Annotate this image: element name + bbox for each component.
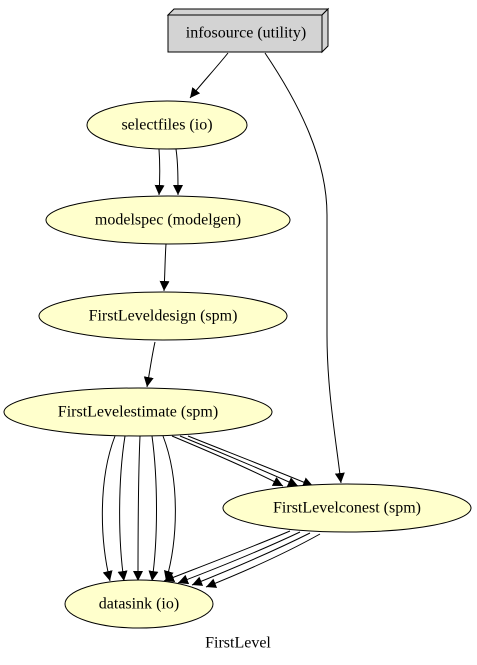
node-design-label: FirstLeveldesign (spm) <box>89 308 238 325</box>
edge-conest-datasink <box>191 532 311 586</box>
nodes-layer: infosource (utility) selectfiles (io) mo… <box>3 7 472 629</box>
edge-infosource-conest <box>264 52 345 484</box>
node-conest[interactable]: FirstLevelconest (spm) <box>222 483 472 533</box>
edges-layer <box>101 52 345 588</box>
edge-selectfiles-modelspec <box>172 148 183 196</box>
edge-design-estimate <box>143 341 156 388</box>
node-design-shape <box>38 291 288 341</box>
graph-caption: FirstLevel <box>205 635 271 652</box>
node-selectfiles[interactable]: selectfiles (io) <box>86 100 248 150</box>
node-conest-shape <box>222 483 472 533</box>
edge-conest-datasink <box>177 531 301 585</box>
node-modelspec[interactable]: modelspec (modelgen) <box>45 195 291 245</box>
node-infosource-box <box>167 14 323 53</box>
edge-estimate-datasink <box>101 435 116 582</box>
edge-estimate-datasink <box>148 435 159 582</box>
edge-estimate-conest <box>179 435 299 487</box>
node-selectfiles-label: selectfiles (io) <box>121 117 212 134</box>
node-datasink[interactable]: datasink (io) <box>64 579 214 629</box>
edge-estimate-conest <box>171 435 284 487</box>
edge-conest-datasink <box>163 530 291 583</box>
node-infosource[interactable]: infosource (utility) <box>166 7 330 54</box>
edge-estimate-datasink <box>133 435 144 582</box>
node-conest-label: FirstLevelconest (spm) <box>273 500 421 517</box>
node-estimate-shape <box>3 387 273 437</box>
edge-estimate-datasink <box>162 435 176 582</box>
node-datasink-shape <box>64 579 214 629</box>
edge-modelspec-design <box>159 243 170 292</box>
node-design[interactable]: FirstLeveldesign (spm) <box>38 291 288 341</box>
node-estimate-label: FirstLevelestimate (spm) <box>58 404 218 421</box>
node-modelspec-shape <box>45 195 291 245</box>
edge-estimate-datasink <box>117 435 128 582</box>
node-infosource-label: infosource (utility) <box>186 25 306 42</box>
node-modelspec-label: modelspec (modelgen) <box>95 212 241 229</box>
edge-selectfiles-modelspec <box>154 148 165 196</box>
edge-estimate-conest <box>187 435 314 487</box>
node-infosource-side <box>321 7 329 54</box>
node-infosource-shape <box>166 8 330 16</box>
node-selectfiles-shape <box>86 100 248 150</box>
edge-infosource-selectfiles <box>189 52 229 99</box>
node-estimate[interactable]: FirstLevelestimate (spm) <box>3 387 273 437</box>
edge-conest-datasink <box>205 533 321 588</box>
node-datasink-label: datasink (io) <box>99 596 179 613</box>
